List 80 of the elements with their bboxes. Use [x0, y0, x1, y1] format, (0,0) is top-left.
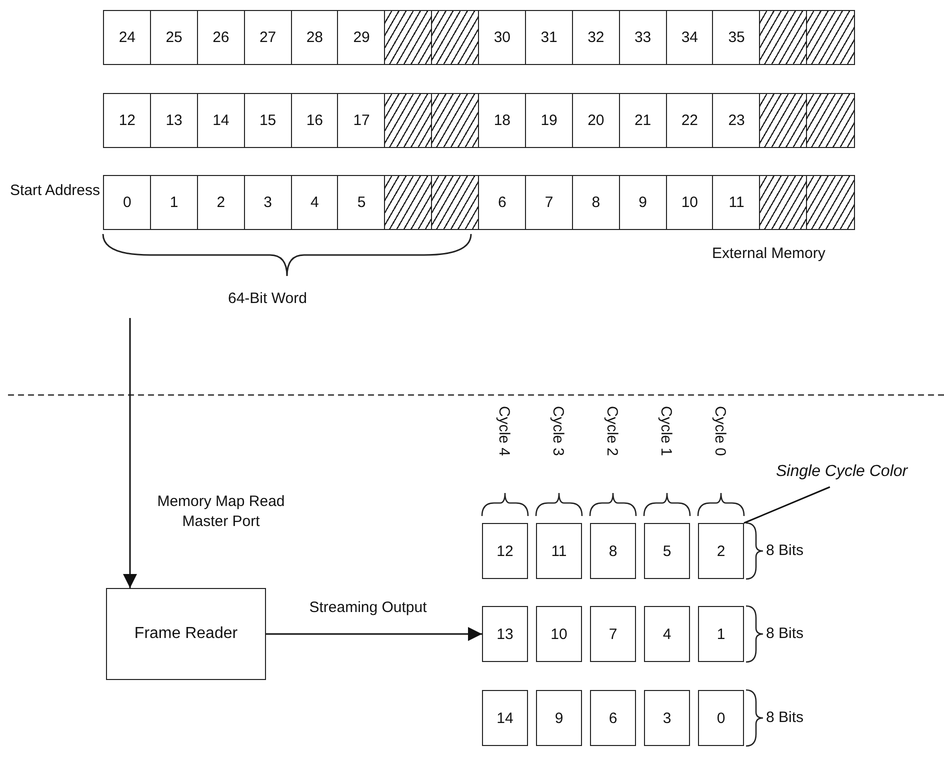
- memory-cell: 27: [244, 10, 292, 65]
- memory-cell: 14: [482, 690, 528, 746]
- memory-cell: 33: [618, 10, 667, 65]
- leader-line: [744, 486, 830, 524]
- memory-cell: 4: [290, 175, 339, 230]
- memory-cell: 8: [572, 175, 620, 230]
- arrow: [266, 627, 482, 641]
- memory-cell: 20: [572, 93, 620, 148]
- callout-text: Single Cycle Color: [776, 463, 908, 481]
- memory-cell: 6: [590, 690, 636, 746]
- cycle-label: Cycle 3: [548, 406, 568, 456]
- memory-cell: 23: [712, 93, 761, 148]
- annotation-text: External Memory: [712, 244, 826, 264]
- memory-cell: 2: [196, 175, 246, 230]
- memory-cell: 34: [666, 10, 714, 65]
- hatched-cell: [759, 10, 808, 65]
- memory-cell: 22: [666, 93, 714, 148]
- memory-cell: 9: [536, 690, 582, 746]
- memory-cell: 12: [103, 93, 152, 148]
- memory-cell: 24: [103, 10, 152, 65]
- memory-cell: 11: [712, 175, 761, 230]
- memory-cell: 26: [196, 10, 246, 65]
- memory-cell: 32: [572, 10, 620, 65]
- memory-cell: 5: [337, 175, 386, 230]
- memory-cell: 3: [644, 690, 690, 746]
- memory-cell: 7: [590, 606, 636, 662]
- memory-cell: 11: [536, 523, 582, 579]
- annotation-text: 8 Bits: [766, 624, 804, 644]
- block-title: Frame Reader: [134, 624, 238, 644]
- memory-cell: 1: [150, 175, 198, 230]
- memory-cell: 14: [196, 93, 246, 148]
- memory-cell: 12: [482, 523, 528, 579]
- memory-cell: 4: [644, 606, 690, 662]
- hatched-cell: [384, 93, 433, 148]
- memory-cell: 9: [618, 175, 667, 230]
- memory-cell: 25: [150, 10, 198, 65]
- hatched-cell: [384, 10, 433, 65]
- hatched-cell: [431, 10, 480, 65]
- annotation-text: 8 Bits: [766, 708, 804, 728]
- hatched-cell: [384, 175, 433, 230]
- cycle-label: Cycle 4: [494, 406, 514, 456]
- memory-cell: 13: [482, 606, 528, 662]
- hatched-cell: [806, 10, 854, 65]
- memory-cell: 6: [478, 175, 526, 230]
- memory-cell: 3: [244, 175, 292, 230]
- cycle-label: Cycle 2: [602, 406, 622, 456]
- cycle-label: Cycle 0: [710, 406, 730, 456]
- annotation-text: 8 Bits: [766, 541, 804, 560]
- annotation-text: Start Address: [10, 181, 100, 200]
- process-box: [106, 588, 266, 680]
- memory-cell: 28: [290, 10, 339, 65]
- memory-cell: 29: [337, 10, 386, 65]
- memory-cell: 10: [666, 175, 714, 230]
- memory-cell: 17: [337, 93, 386, 148]
- memory-cell: 13: [150, 93, 198, 148]
- memory-cell: 19: [524, 93, 574, 148]
- memory-cell: 18: [478, 93, 526, 148]
- memory-cell: 7: [524, 175, 574, 230]
- memory-cell: 30: [478, 10, 526, 65]
- memory-cell: 2: [698, 523, 744, 579]
- arrow: [123, 318, 137, 588]
- annotation-text: 64-Bit Word: [228, 289, 307, 308]
- hatched-cell: [806, 175, 854, 230]
- memory-cell: 16: [290, 93, 339, 148]
- memory-cell: 10: [536, 606, 582, 662]
- hatched-cell: [431, 175, 480, 230]
- hatched-cell: [759, 175, 808, 230]
- memory-cell: 0: [103, 175, 152, 230]
- memory-cell: 1: [698, 606, 744, 662]
- cycle-label: Cycle 1: [656, 406, 676, 456]
- memory-cell: 8: [590, 523, 636, 579]
- memory-cell: 35: [712, 10, 761, 65]
- hatched-cell: [806, 93, 854, 148]
- memory-cell: 5: [644, 523, 690, 579]
- memory-cell: 15: [244, 93, 292, 148]
- memory-cell: 0: [698, 690, 744, 746]
- memory-cell: 21: [618, 93, 667, 148]
- hatched-cell: [431, 93, 480, 148]
- hatched-cell: [759, 93, 808, 148]
- memory-cell: 31: [524, 10, 574, 65]
